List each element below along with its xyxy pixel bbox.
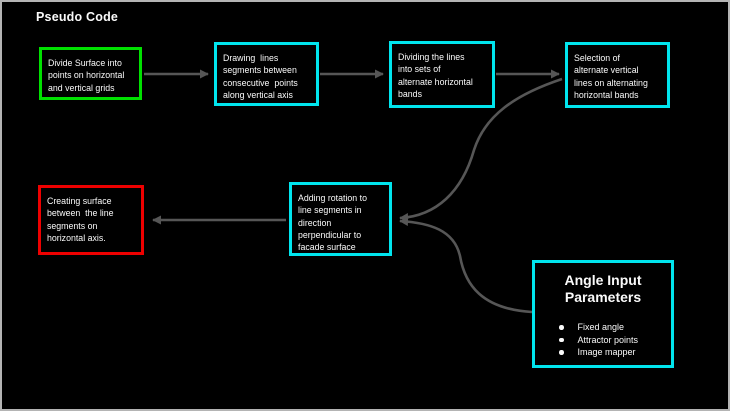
angle-input-bullet-list: Fixed angle Attractor points Image mappe… bbox=[535, 323, 671, 357]
node-drawing-line-segments: Drawing lines segments between consecuti… bbox=[214, 42, 319, 106]
list-item: Fixed angle bbox=[559, 323, 671, 332]
node-text: Drawing lines segments between consecuti… bbox=[223, 53, 298, 100]
node-selection-alternate-lines: Selection of alternate vertical lines on… bbox=[565, 42, 670, 108]
bullet-label: Fixed angle bbox=[577, 322, 625, 332]
bullet-label: Attractor points bbox=[577, 334, 639, 345]
bullet-label: Image mapper bbox=[577, 347, 636, 358]
node-adding-rotation: Adding rotation to line segments in dire… bbox=[289, 182, 392, 256]
node-dividing-lines: Dividing the lines into sets of alternat… bbox=[389, 41, 495, 108]
node-text: Creating surface between the line segmen… bbox=[47, 196, 114, 243]
bullet-icon bbox=[559, 337, 564, 343]
page-title: Pseudo Code bbox=[36, 10, 119, 24]
arrow-angleinput-to-rotation bbox=[399, 217, 533, 314]
bullet-icon bbox=[559, 350, 564, 355]
bullet-icon bbox=[559, 325, 564, 330]
node-angle-input-parameters: Angle Input Parameters Fixed angle Attra… bbox=[532, 260, 674, 368]
node-divide-surface: Divide Surface into points on horizontal… bbox=[39, 47, 142, 100]
node-creating-surface: Creating surface between the line segmen… bbox=[38, 185, 144, 255]
list-item: Image mapper bbox=[559, 348, 671, 357]
angle-input-title: Angle Input Parameters bbox=[564, 272, 642, 305]
node-text: Adding rotation to line segments in dire… bbox=[298, 193, 367, 253]
node-text: Dividing the lines into sets of alternat… bbox=[398, 52, 473, 99]
list-item: Attractor points bbox=[559, 334, 671, 345]
node-text: Selection of alternate vertical lines on… bbox=[574, 53, 648, 100]
node-text: Divide Surface into points on horizontal… bbox=[48, 58, 125, 93]
